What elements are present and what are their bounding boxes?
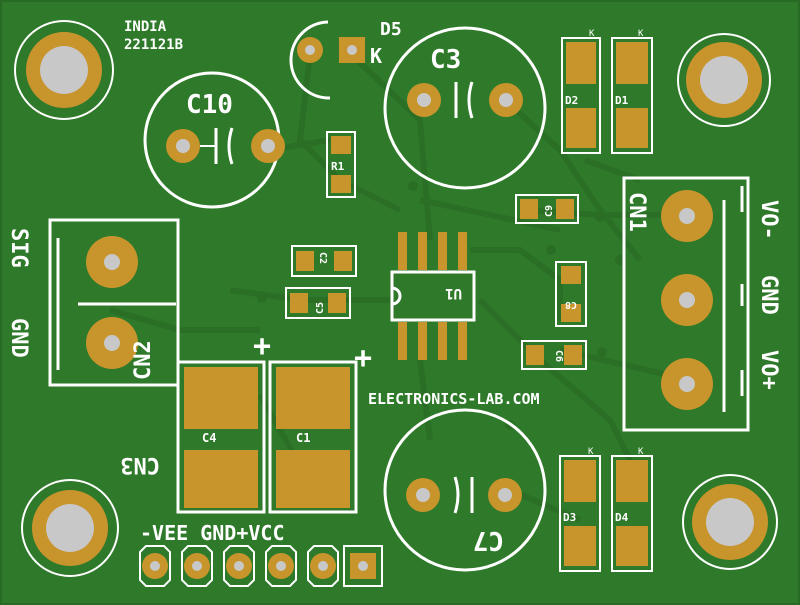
sig-label: SIG — [6, 228, 31, 268]
diode-d1: D1 K — [611, 29, 653, 154]
part-number-label: 221121B — [124, 37, 183, 53]
d5-k-label: K — [370, 44, 382, 68]
ic-u1: U1 — [390, 232, 476, 360]
capacitor-c1: C1 — [268, 360, 358, 514]
capacitor-c8: C8 — [555, 261, 587, 327]
c3-ref: C3 — [430, 45, 461, 75]
diode-d4: D4 K — [611, 447, 653, 572]
gnd-left-label: GND — [6, 318, 31, 358]
gnd-right-label: GND — [756, 275, 781, 315]
mounting-hole-top-left — [14, 20, 114, 120]
d3-ref: D3 — [563, 511, 576, 524]
d5-ref: D5 — [380, 19, 402, 40]
capacitor-c3: C3 — [383, 26, 547, 190]
c2-ref: C2 — [317, 252, 328, 264]
diode-d3: D3 K — [559, 447, 601, 572]
c7-ref: C7 — [473, 525, 504, 555]
c5-ref: C5 — [315, 302, 326, 314]
d1-ref: D1 — [615, 94, 629, 107]
c6-ref: C6 — [553, 350, 564, 362]
diode-d2: D2 K — [561, 29, 601, 154]
vo-minus-label: VO- — [756, 200, 781, 240]
capacitor-c10: C10 — [143, 71, 285, 209]
svg-text:K: K — [638, 447, 644, 457]
c4-ref: C4 — [202, 431, 216, 445]
capacitor-c6: C6 — [521, 340, 587, 370]
origin-label: INDIA — [124, 19, 167, 35]
mounting-hole-bottom-left — [21, 479, 119, 577]
r1-ref: R1 — [331, 160, 345, 173]
capacitor-c5: C5 — [285, 287, 351, 319]
c10-ref: C10 — [186, 90, 233, 120]
vo-plus-label: VO+ — [756, 350, 781, 390]
cn2-ref: CN2 — [131, 340, 156, 380]
connector-cn1: CN1 — [622, 176, 750, 432]
website-label: ELECTRONICS-LAB.COM — [368, 390, 540, 408]
capacitor-c2: C2 — [291, 245, 357, 277]
cn3-ref: CN3 — [120, 452, 160, 477]
d2-ref: D2 — [565, 94, 578, 107]
svg-text:K: K — [589, 29, 595, 39]
d4-ref: D4 — [615, 511, 629, 524]
c1-ref: C1 — [296, 431, 310, 445]
cn1-ref: CN1 — [624, 192, 649, 232]
c9-ref: C9 — [544, 205, 555, 217]
u1-ref: U1 — [445, 285, 462, 301]
mounting-hole-top-right — [677, 33, 771, 127]
capacitor-c7: C7 — [383, 408, 547, 572]
capacitor-c9: C9 — [515, 194, 579, 224]
mounting-hole-bottom-right — [682, 474, 778, 570]
plus-mark-c1: + — [354, 341, 372, 376]
diode-d5: D5 K — [289, 19, 402, 100]
connector-cn2: CN2 — [48, 218, 180, 387]
capacitor-c4: C4 — [176, 360, 266, 514]
resistor-r1: R1 — [326, 131, 356, 198]
c8-ref: C8 — [565, 299, 577, 310]
connector-cn3 — [139, 545, 383, 587]
svg-text:K: K — [638, 29, 644, 39]
plus-mark-c4: + — [253, 329, 271, 364]
cn3-header-label: -VEE GND+VCC — [140, 521, 285, 545]
svg-text:K: K — [588, 447, 594, 457]
